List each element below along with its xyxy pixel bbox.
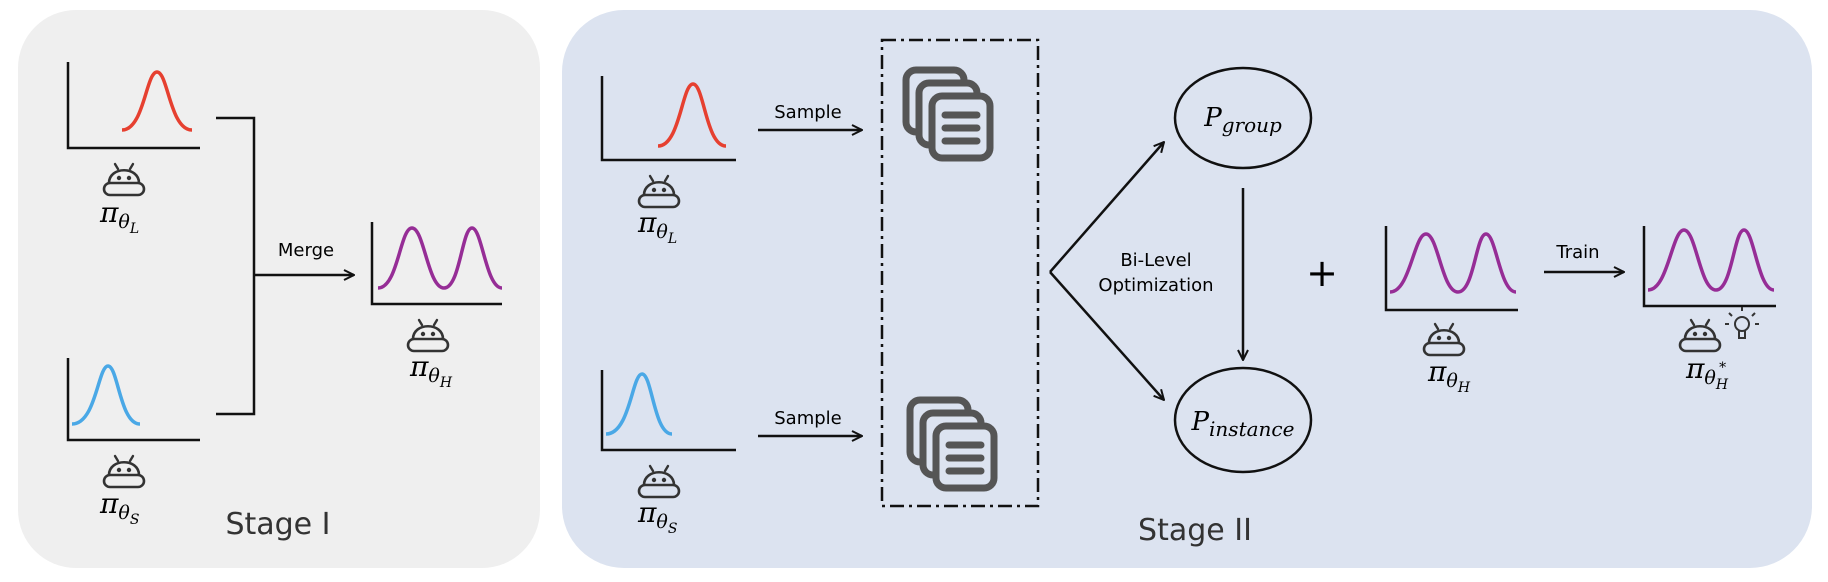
stage1-title: Stage I xyxy=(225,507,330,542)
merge-bracket xyxy=(216,116,256,416)
pi-theta-H-star-label: πθH* xyxy=(1685,352,1729,393)
pi-theta-L-label: πθL xyxy=(637,206,677,247)
pi-theta-S-label: πθS xyxy=(99,487,139,528)
sample-label-bottom: Sample xyxy=(774,408,842,429)
p-group-label: Pgroup xyxy=(1203,103,1282,137)
red-curve xyxy=(121,70,193,132)
dist-plot-L xyxy=(66,62,200,150)
pi-theta-S-label: πθS xyxy=(637,496,677,537)
dist-plot-S xyxy=(66,358,200,442)
lightbulb-icon xyxy=(1725,307,1759,339)
purple-curve xyxy=(377,226,503,290)
bilevel-arrow-down xyxy=(1049,271,1164,400)
bilevel-label-line2: Optimization xyxy=(1098,275,1213,296)
p-group-node xyxy=(1173,66,1313,170)
stage2-title: Stage II xyxy=(1138,513,1252,548)
dist-plot-H-star xyxy=(1642,226,1776,308)
dist-plot-H xyxy=(1384,226,1518,312)
sample-label-top: Sample xyxy=(774,102,842,123)
red-curve xyxy=(657,82,727,148)
dist-plot-L xyxy=(600,76,736,162)
dist-plot-S xyxy=(600,370,736,452)
train-label: Train xyxy=(1555,242,1599,263)
plus-sign: + xyxy=(1306,251,1338,295)
pi-theta-L-label: πθL xyxy=(99,196,139,237)
stage1-panel xyxy=(18,10,540,568)
pi-theta-H-label: πθH xyxy=(1427,355,1471,396)
p-instance-label: Pinstance xyxy=(1191,407,1295,441)
purple-curve xyxy=(1389,232,1517,294)
p-instance-node xyxy=(1173,366,1313,474)
pi-theta-H-label: πθH xyxy=(409,350,453,391)
samples-box xyxy=(880,38,1040,508)
bilevel-arrow-up xyxy=(1049,142,1164,273)
blue-curve xyxy=(71,364,141,426)
stage2-panel xyxy=(562,10,1812,568)
bilevel-label-line1: Bi-Level xyxy=(1120,250,1191,271)
blue-curve xyxy=(605,372,673,436)
dist-plot-H-merged xyxy=(370,222,503,306)
purple-curve xyxy=(1647,228,1775,292)
merge-label: Merge xyxy=(278,240,334,261)
